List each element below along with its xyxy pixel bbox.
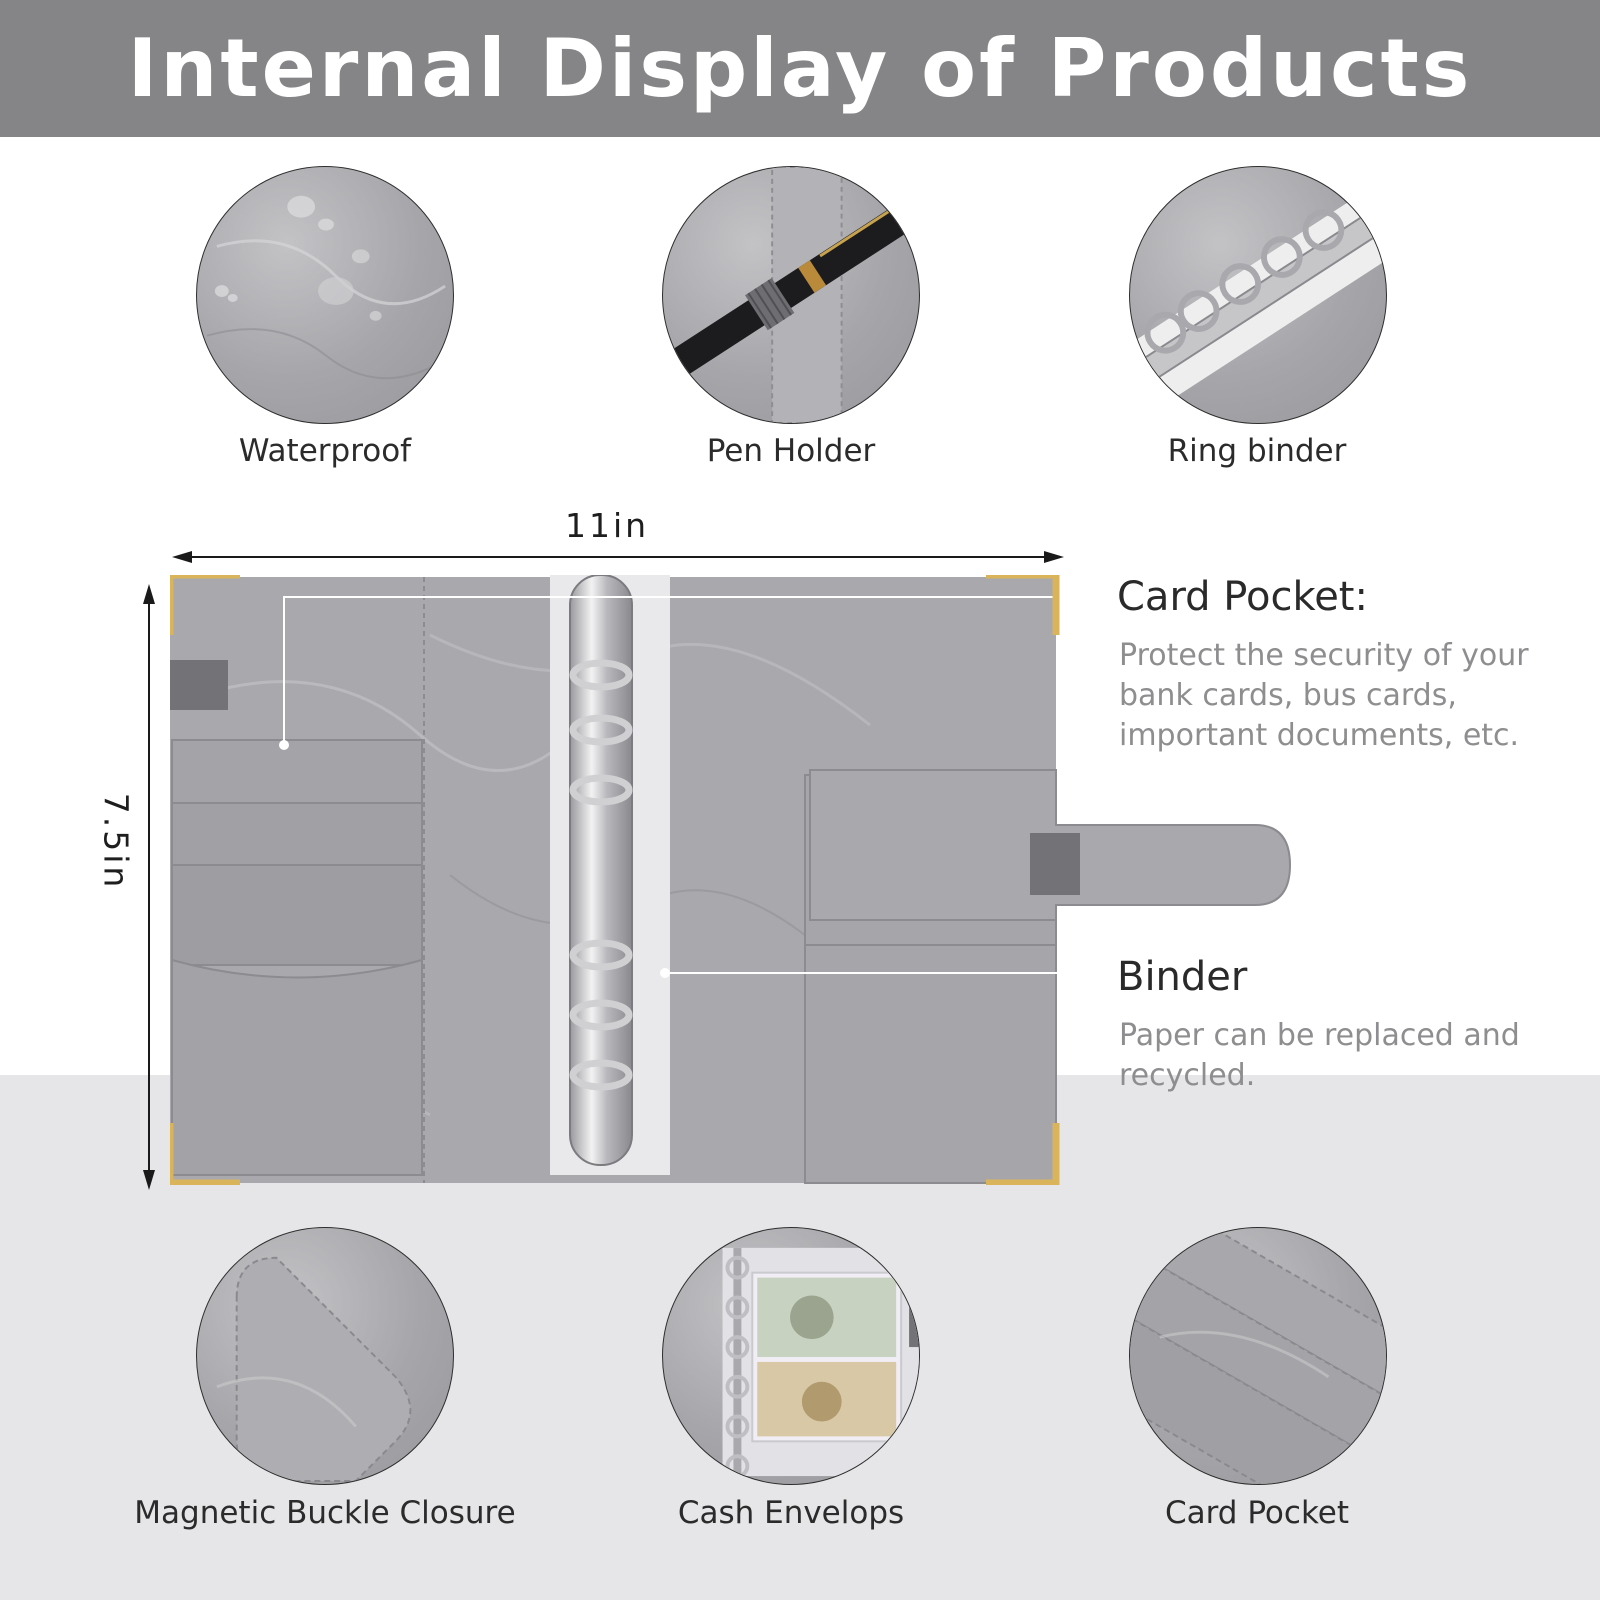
- ring-binder-icon: [1129, 166, 1387, 424]
- callout-card-pocket-title: Card Pocket:: [1117, 574, 1368, 620]
- cash-envelope-icon: [662, 1227, 920, 1485]
- waterproof-icon: [196, 166, 454, 424]
- caption-pen-holder: Pen Holder: [706, 433, 876, 469]
- callout-binder-text: Paper can be replaced and recycled.: [1119, 1018, 1520, 1093]
- magnetic-strap-icon: [196, 1227, 454, 1485]
- card-slots-icon: [1129, 1227, 1387, 1485]
- pen-icon: [662, 166, 920, 424]
- caption-magnetic-buckle: Magnetic Buckle Closure: [134, 1495, 516, 1531]
- callout-card-pocket-text: Protect the security of your bank cards,…: [1119, 638, 1529, 753]
- header-banner: Internal Display of Products: [0, 0, 1600, 137]
- caption-card-pocket: Card Pocket: [1164, 1495, 1350, 1531]
- caption-waterproof: Waterproof: [238, 433, 412, 469]
- height-dimension: 7.5in: [96, 792, 136, 891]
- page-title: Internal Display of Products: [127, 22, 1473, 115]
- caption-ring-binder: Ring binder: [1167, 433, 1347, 469]
- caption-cash-envelops: Cash Envelops: [677, 1495, 905, 1531]
- binder-illustration: [170, 575, 1310, 1185]
- callout-binder-title: Binder: [1117, 954, 1248, 1000]
- width-dimension: 11in: [565, 506, 650, 545]
